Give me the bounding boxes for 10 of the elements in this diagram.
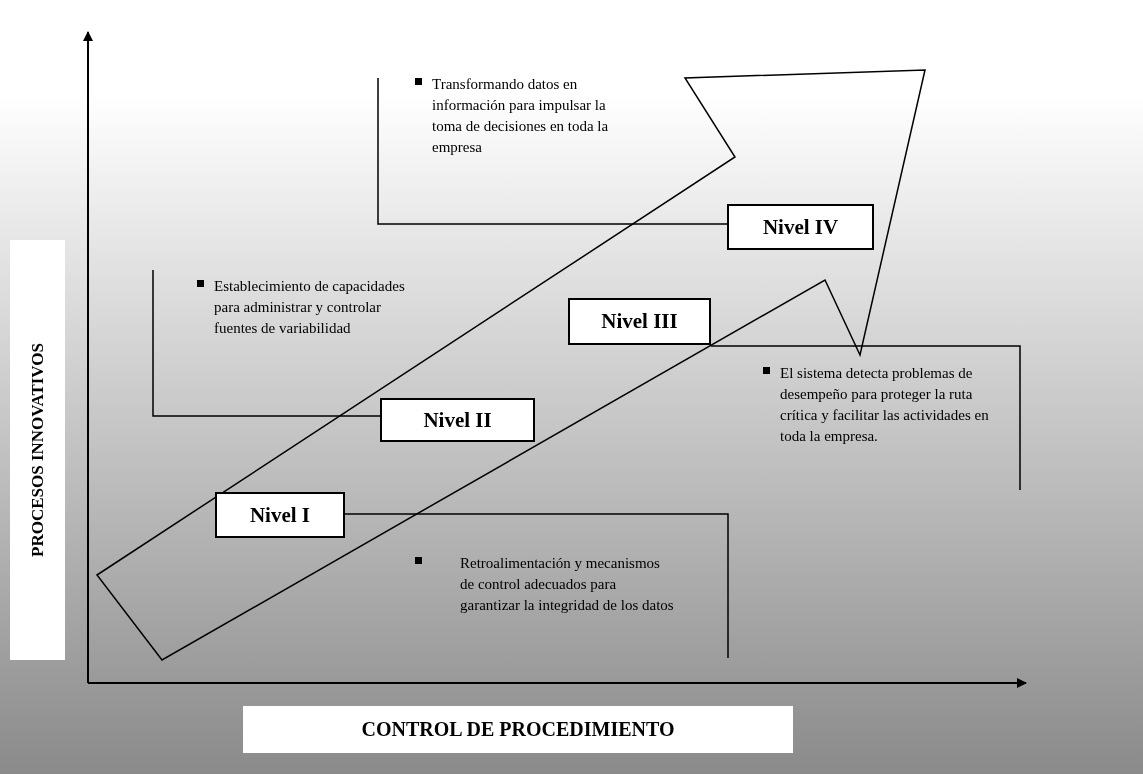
x-axis-title: CONTROL DE PROCEDIMIENTO <box>361 718 675 741</box>
level-box: Nivel II <box>380 398 535 442</box>
description-text: Retroalimentación y mecanismos de control adecuados para garantizar la integridad de los datos <box>460 554 675 615</box>
description-text: Transformando datos en información para impulsar la toma de decisiones en toda la empresa <box>432 75 610 157</box>
description-text: El sistema detecta problemas de desempeño para proteger la ruta crítica y facilitar las actividades en toda la empresa. <box>780 364 990 446</box>
y-axis-title: PROCESOS INNOVATIVOS <box>27 343 48 557</box>
level-box: Nivel III <box>568 298 711 345</box>
description-text: Establecimiento de capacidades para administrar y controlar fuentes de variabilidad <box>214 277 406 338</box>
level-box: Nivel IV <box>727 204 874 250</box>
level-box: Nivel I <box>215 492 345 538</box>
